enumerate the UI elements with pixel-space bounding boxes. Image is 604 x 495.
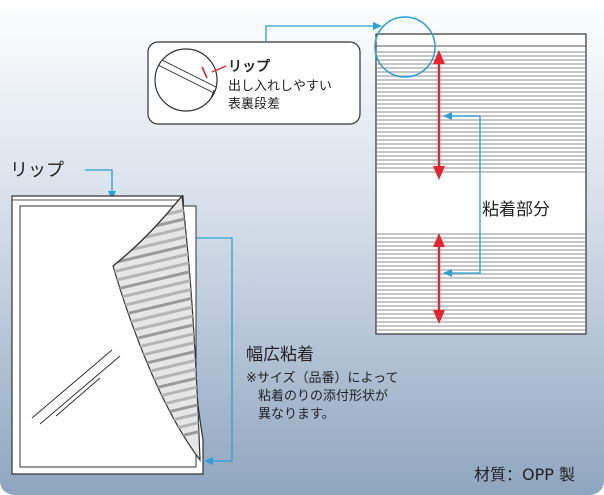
lip-step-marker	[201, 66, 208, 79]
arrowhead-lip-detail	[373, 22, 382, 30]
flat-bag: 粘着部分	[374, 16, 587, 335]
leader-adhesive	[449, 115, 481, 274]
glare-lines	[31, 349, 121, 425]
red-arrow-top-head-up	[433, 50, 445, 64]
red-arrow-bottom-head-up	[433, 233, 445, 247]
red-arrow-top-head-down	[433, 166, 445, 180]
adhesive-stripes	[377, 51, 585, 331]
lip-zoom-circle	[154, 48, 218, 112]
note-line-2: 粘着のりの添付形状が	[258, 388, 388, 404]
lip-pointer-line	[211, 65, 227, 73]
red-arrow-bottom-head-down	[433, 310, 445, 324]
leader-lip-left	[85, 169, 113, 193]
material-label: 材質：OPP 製	[474, 465, 575, 484]
adhesive-label: 粘着部分	[482, 200, 550, 220]
leader-wide-adhesive	[193, 237, 233, 462]
adhesive-width-arrows	[433, 50, 445, 324]
curled-bag	[11, 194, 204, 475]
leader-lip-detail	[265, 25, 375, 42]
note-line-3: 異なります。	[258, 407, 335, 422]
glare-line-1	[31, 349, 113, 419]
lip-callout-line2: 表裏段差	[228, 97, 280, 112]
lip-detail-callout: リップ 出し入れしやすい 表裏段差	[147, 41, 361, 125]
flat-bag-body	[375, 33, 587, 335]
arrowhead-wide-adhesive-bottom	[204, 457, 213, 465]
arrowhead-adhesive-bottom	[443, 269, 452, 277]
note-line-1: ※サイズ（品番）によって	[246, 370, 398, 386]
lip-callout-line1: 出し入れしやすい	[228, 79, 332, 94]
arrowhead-adhesive-top	[443, 112, 452, 120]
glare-line-3	[55, 377, 101, 417]
lip-callout-title: リップ	[228, 59, 271, 75]
lip-left-label: リップ	[10, 160, 64, 181]
glare-line-2	[39, 355, 121, 425]
leader-lines	[85, 25, 481, 462]
curled-flap-edge	[112, 195, 183, 267]
lip-highlight-circle	[374, 16, 436, 78]
wide-adhesive-title: 幅広粘着	[246, 345, 314, 365]
